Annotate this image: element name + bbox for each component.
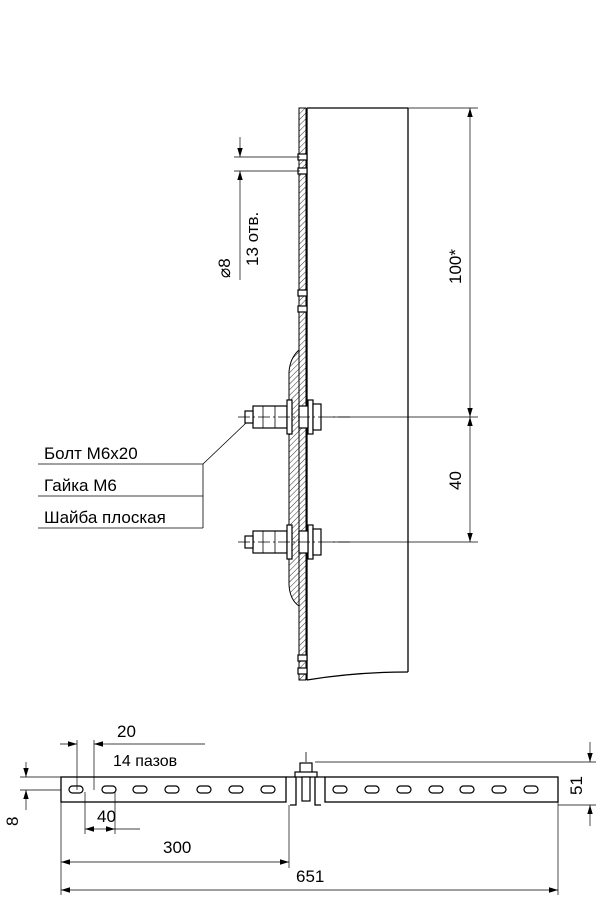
bolt-spacing-label: 40 bbox=[446, 471, 465, 490]
callout-washer: Шайба плоская bbox=[44, 508, 166, 527]
bracket-plate bbox=[297, 107, 409, 681]
slot bbox=[428, 785, 444, 794]
width-label: 51 bbox=[567, 776, 586, 795]
hole-count-label: 13 отв. bbox=[243, 212, 262, 266]
slots bbox=[68, 785, 539, 794]
right-bar bbox=[324, 776, 559, 803]
half-length-dimension bbox=[60, 802, 290, 895]
total-length-label: 651 bbox=[296, 867, 324, 886]
coupling-plate bbox=[288, 348, 300, 607]
slot bbox=[101, 785, 117, 794]
half-length-label: 300 bbox=[163, 838, 191, 857]
slot bbox=[260, 785, 276, 794]
slot bbox=[164, 785, 180, 794]
slot bbox=[68, 785, 84, 794]
slot-pitch-dimension bbox=[60, 740, 205, 790]
slot bbox=[459, 785, 475, 794]
slot bbox=[491, 785, 507, 794]
slot bbox=[132, 785, 148, 794]
slot bbox=[364, 785, 380, 794]
slot-spacing-dimension bbox=[84, 792, 140, 834]
height-dimension bbox=[330, 107, 478, 543]
height-dimension-label: 100* bbox=[446, 249, 465, 284]
callout-bolt: Болт М6х20 bbox=[44, 444, 138, 463]
callout-nut: Гайка М6 bbox=[44, 476, 117, 495]
hole-diameter-dimension bbox=[234, 137, 300, 280]
slot-spacing-label: 40 bbox=[97, 807, 116, 826]
thickness-label: 8 bbox=[3, 817, 22, 826]
slot-count-label: 14 пазов bbox=[113, 753, 177, 770]
slot bbox=[332, 785, 348, 794]
bottom-view: 20 14 пазов 40 300 651 bbox=[3, 722, 596, 895]
hole-diameter-label: ⌀8 bbox=[215, 258, 234, 278]
joint bbox=[286, 752, 325, 806]
total-length-dimension bbox=[61, 802, 559, 895]
slot bbox=[396, 785, 412, 794]
thickness-dimension bbox=[20, 762, 61, 810]
width-dimension bbox=[315, 742, 596, 826]
callout-table bbox=[38, 422, 247, 529]
slot-pitch-label: 20 bbox=[117, 722, 136, 741]
slot bbox=[196, 785, 212, 794]
slot bbox=[228, 785, 244, 794]
slot bbox=[523, 785, 539, 794]
left-bar bbox=[60, 776, 287, 803]
side-view: ⌀8 13 отв. 100* 40 Болт М6х20 Гайка М6 Ш… bbox=[38, 107, 478, 681]
